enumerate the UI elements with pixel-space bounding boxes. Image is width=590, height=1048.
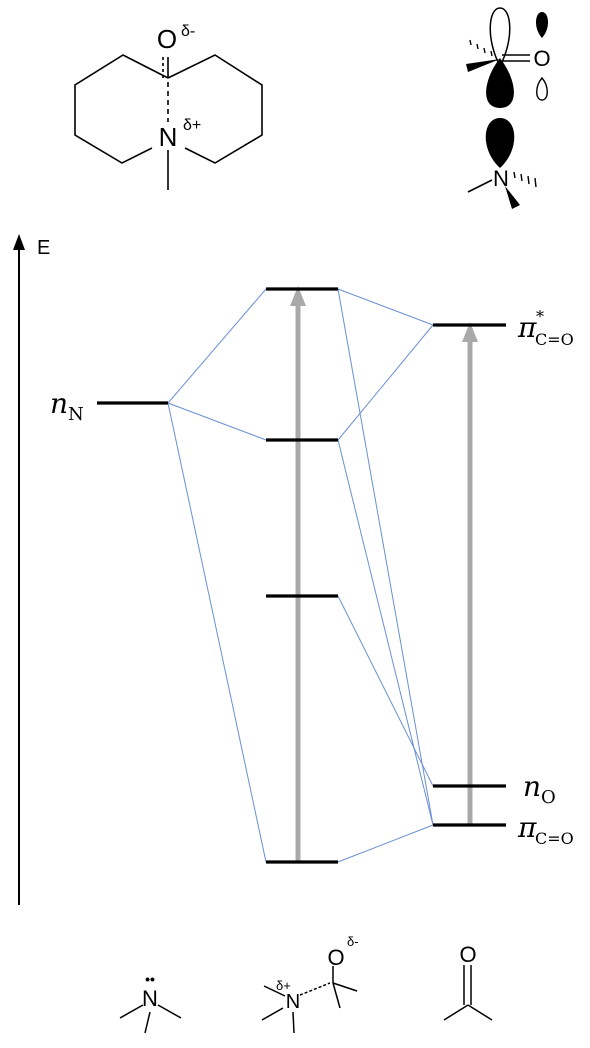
top-left-structure: [74, 54, 263, 190]
top-left-o-atom: O: [157, 24, 177, 54]
wedge-bond-left: [466, 59, 500, 72]
bottom-complex-n-charge: δ+: [276, 978, 291, 993]
label-nN-subscript: N: [68, 404, 84, 425]
n-hashed-bond: [513, 171, 537, 188]
amine-bond-left: [119, 1004, 144, 1019]
bottom-complex-n-atom: N: [286, 991, 300, 1013]
top-left-n-atom: N: [159, 122, 178, 152]
label-pi-subscript: C=O: [535, 829, 574, 848]
o-p-lobe-upper: [535, 12, 549, 38]
ketone-c-bond-right: [467, 1004, 493, 1021]
bottom-complex-o-atom: O: [327, 945, 344, 970]
label-nN: n N: [50, 387, 84, 425]
bottom-amine-structure: [119, 1004, 182, 1034]
label-nO: n O: [523, 770, 556, 808]
amine-bond-right: [157, 1004, 182, 1019]
c-p-lobe-lower: [486, 58, 514, 108]
n-wedge-bond: [505, 186, 520, 209]
label-pi: π C=O: [517, 811, 574, 848]
left-ring-bonds: [74, 54, 169, 164]
corr-top-pistar: [337, 288, 434, 326]
right-ring-bonds: [167, 54, 263, 164]
label-nO-subscript: O: [541, 787, 556, 808]
bottom-amine-n-atom: N: [142, 986, 158, 1011]
top-left-n-charge: δ+: [183, 117, 201, 134]
label-pi-star: π * C=O: [517, 307, 574, 349]
label-nO-symbol: n: [523, 770, 541, 803]
bottom-complex-structure: [261, 966, 358, 1034]
label-pi-star-superscript: *: [536, 307, 544, 326]
amine-bond-down: [144, 1011, 151, 1034]
label-nN-symbol: n: [50, 387, 68, 420]
c-p-lobe-upper: [489, 7, 511, 68]
correlation-lines: [167, 288, 434, 863]
corr-lower-nO: [337, 595, 434, 787]
complex-n-bond-down: [292, 1011, 295, 1034]
hashed-bond-left: [469, 39, 493, 57]
energy-levels: [97, 287, 506, 864]
corr-mid-pistar: [337, 324, 434, 441]
bottom-complex-o-charge: δ-: [347, 934, 359, 949]
label-pi-star-subscript: C=O: [535, 330, 574, 349]
complex-n-c-bond: [299, 982, 331, 996]
top-right-n-atom: N: [493, 166, 509, 191]
complex-n-bond-left: [261, 1007, 284, 1021]
top-left-o-charge: δ-: [181, 23, 195, 40]
bottom-amine-lone-pair: ••: [145, 971, 155, 987]
n-bond-left: [467, 179, 493, 193]
complex-c-bond-right: [332, 982, 358, 992]
ketone-transition-arrowhead: [462, 322, 478, 342]
corr-mid-pi: [337, 439, 434, 826]
corr-nN-mid: [167, 402, 267, 441]
energy-axis-label: E: [37, 237, 50, 259]
top-right-orbital-cartoon: [466, 7, 549, 209]
corr-top-pi: [337, 288, 434, 826]
label-pi-symbol: π: [517, 811, 537, 844]
corr-bottom-pi: [337, 824, 434, 863]
ketone-c-bond-left: [443, 1004, 469, 1021]
corr-nN-top: [167, 288, 267, 404]
complex-n-bond-upleft: [263, 985, 286, 997]
complex-c-bond-down: [332, 982, 341, 1009]
energy-axis-arrowhead: [13, 234, 25, 250]
complex-transition-arrowhead: [290, 286, 306, 306]
corr-nN-bottom: [167, 402, 267, 863]
o-p-lobe-lower: [536, 76, 548, 101]
label-pi-star-symbol: π: [517, 311, 537, 344]
bottom-ketone-structure: [443, 965, 493, 1021]
top-right-o-atom: O: [533, 46, 550, 71]
transition-arrows: [290, 286, 478, 862]
bottom-ketone-o-atom: O: [459, 942, 476, 967]
n-lone-pair-lobe: [485, 118, 515, 168]
